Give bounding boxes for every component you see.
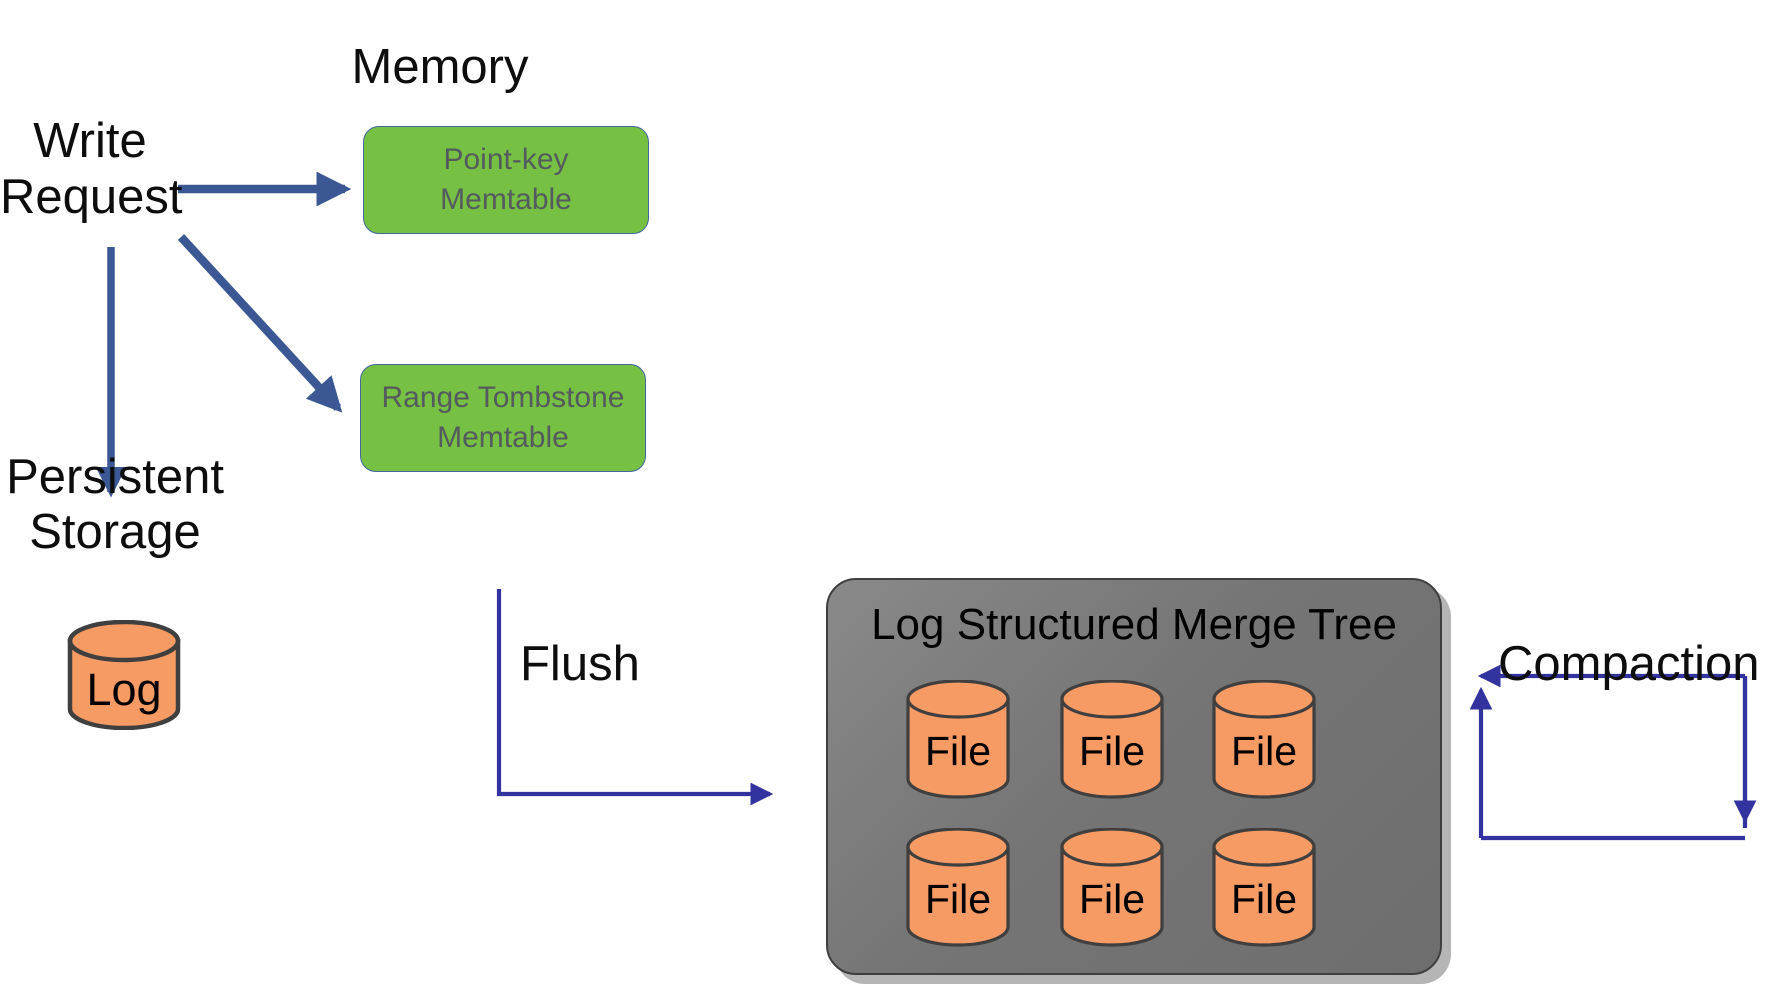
lsm-file-cylinder-3[interactable]: File [1211, 679, 1317, 800]
lsm-file-label: File [1078, 728, 1146, 774]
lsm-file-label: File [1078, 876, 1146, 922]
lsm-file-cylinder-1[interactable]: File [905, 679, 1011, 800]
write-request-label-line2: Request [0, 170, 183, 224]
file-cylinder-shape [1212, 679, 1316, 799]
arrow-flush [496, 589, 774, 806]
file-cylinder-shape [1060, 679, 1164, 799]
lsm-file-cylinder-2[interactable]: File [1059, 679, 1165, 800]
lsm-tree-box[interactable]: Log Structured Merge Tree File File File [826, 578, 1442, 975]
lsm-file-label: File [1230, 876, 1298, 922]
lsm-tree-title: Log Structured Merge Tree [871, 600, 1397, 649]
log-cylinder[interactable]: Log [66, 619, 182, 731]
point-key-memtable-label: Point-key Memtable [440, 142, 572, 217]
file-cylinder-shape [1060, 827, 1164, 947]
file-cylinder-shape [906, 679, 1010, 799]
file-cylinder-shape [1212, 827, 1316, 947]
memory-label: Memory [351, 40, 529, 94]
persistent-storage-label-line1: Persistent [6, 450, 224, 504]
log-cylinder-label: Log [86, 664, 162, 715]
compaction-label: Compaction [1498, 637, 1760, 691]
file-cylinder-shape [906, 827, 1010, 947]
lsm-file-cylinder-6[interactable]: File [1211, 827, 1317, 948]
flush-label: Flush [520, 637, 640, 691]
lsm-file-label: File [924, 876, 992, 922]
arrow-write-to-range-tombstone-memtable [177, 234, 343, 413]
range-tombstone-memtable-box[interactable]: Range Tombstone Memtable [360, 364, 646, 472]
log-cylinder-shape [67, 619, 181, 731]
lsm-file-cylinder-5[interactable]: File [1059, 827, 1165, 948]
lsm-file-label: File [1230, 728, 1298, 774]
persistent-storage-label-line2: Storage [29, 505, 201, 559]
range-tombstone-memtable-label: Range Tombstone Memtable [381, 380, 625, 455]
arrow-compaction [1477, 664, 1748, 841]
lsm-file-cylinder-4[interactable]: File [905, 827, 1011, 948]
lsm-file-label: File [924, 728, 992, 774]
arrow-compaction-heads [1469, 676, 1757, 838]
point-key-memtable-box[interactable]: Point-key Memtable [363, 126, 649, 234]
write-request-label-line1: Write [33, 114, 147, 168]
